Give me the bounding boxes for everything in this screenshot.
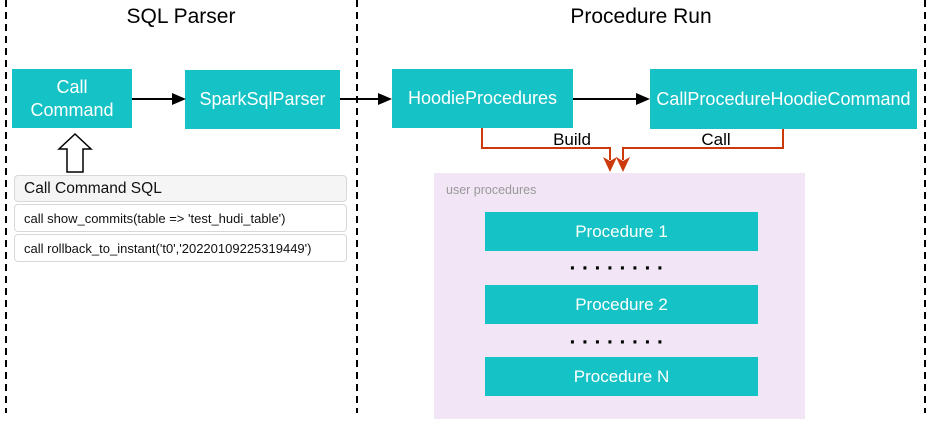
edge-label-build: Build [553, 130, 591, 149]
call-command-sql-table: Call Command SQL call show_commits(table… [14, 175, 347, 264]
node-call-command-label: Call Command [30, 77, 114, 120]
sql-table-row: call show_commits(table => 'test_hudi_ta… [14, 204, 347, 232]
node-procedure-n: Procedure N [485, 357, 758, 396]
ellipsis-dots: ········ [569, 331, 670, 354]
section-title-sql-parser: SQL Parser [126, 5, 236, 28]
node-call-procedure-hoodie-command: CallProcedureHoodieCommand [650, 69, 917, 129]
arrow-callcommand-to-sparksqlparser [132, 93, 186, 105]
ellipsis-dots: ········ [569, 257, 670, 280]
section-title-procedure-run: Procedure Run [570, 5, 712, 28]
edge-label-call: Call [701, 130, 731, 149]
node-spark-sql-parser-label: SparkSqlParser [199, 89, 326, 109]
user-procedures-panel: user procedures Procedure 1 ········ Pro… [434, 173, 805, 419]
sql-table-row: call rollback_to_instant('t0','202201092… [14, 234, 347, 262]
node-call-procedure-hoodie-command-label: CallProcedureHoodieCommand [656, 88, 911, 109]
dashed-divider-right [924, 0, 926, 413]
dashed-divider-left [5, 0, 7, 413]
sql-table-header: Call Command SQL [14, 175, 347, 202]
hollow-up-arrow [57, 132, 93, 173]
user-procedures-label: user procedures [446, 183, 537, 197]
node-procedure-1: Procedure 1 [485, 212, 758, 251]
arrow-sparksqlparser-to-hoodieprocedures [340, 93, 392, 105]
node-call-command: Call Command [12, 69, 132, 128]
node-hoodie-procedures: HoodieProcedures [392, 69, 573, 128]
arrow-hoodieprocedures-to-callprocedure [573, 93, 650, 105]
dashed-divider-middle [356, 0, 358, 413]
node-hoodie-procedures-label: HoodieProcedures [407, 88, 558, 108]
node-procedure-2: Procedure 2 [485, 285, 758, 324]
node-spark-sql-parser: SparkSqlParser [185, 70, 340, 129]
